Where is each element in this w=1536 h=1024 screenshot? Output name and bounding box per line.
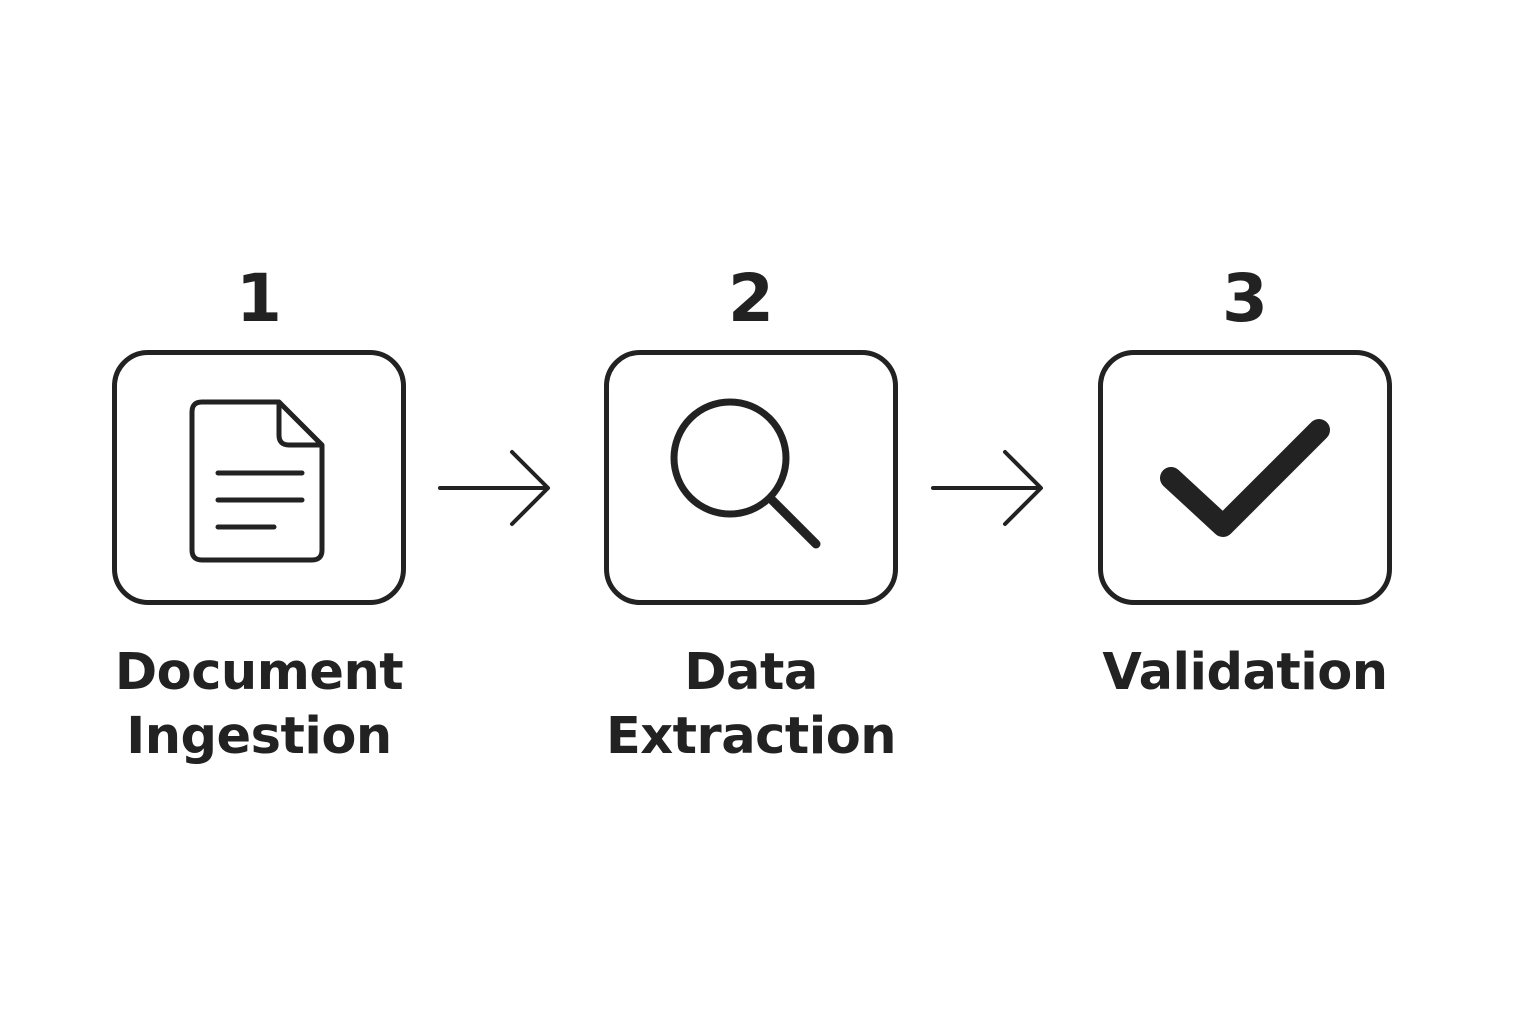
magnifier-icon [670,398,821,548]
step-label-line: Ingestion [126,707,392,766]
step-label-line: Data [684,643,818,702]
step-label-line: Validation [1102,643,1388,702]
checkmark-icon [1160,418,1330,537]
step-label: Data Extraction [605,641,897,769]
arrow-right-icon [931,450,1043,526]
step-label-line: Extraction [605,707,897,766]
step-label-line: Document [114,643,404,702]
step-number: 2 [728,260,774,337]
document-icon [189,399,325,562]
step-label: Document Ingestion [114,641,404,769]
step-number: 3 [1222,260,1268,337]
step-icon-box [1098,350,1392,605]
step-validation: 3 Validation [1045,262,1445,705]
step-icon-box [604,350,898,605]
arrow-right-icon [438,450,550,526]
step-icon-box [112,350,406,605]
step-document-ingestion: 1 Document Ingestion [59,262,459,769]
step-number: 1 [236,260,282,337]
step-label: Validation [1102,641,1388,705]
step-data-extraction: 2 Data Extraction [551,262,951,769]
